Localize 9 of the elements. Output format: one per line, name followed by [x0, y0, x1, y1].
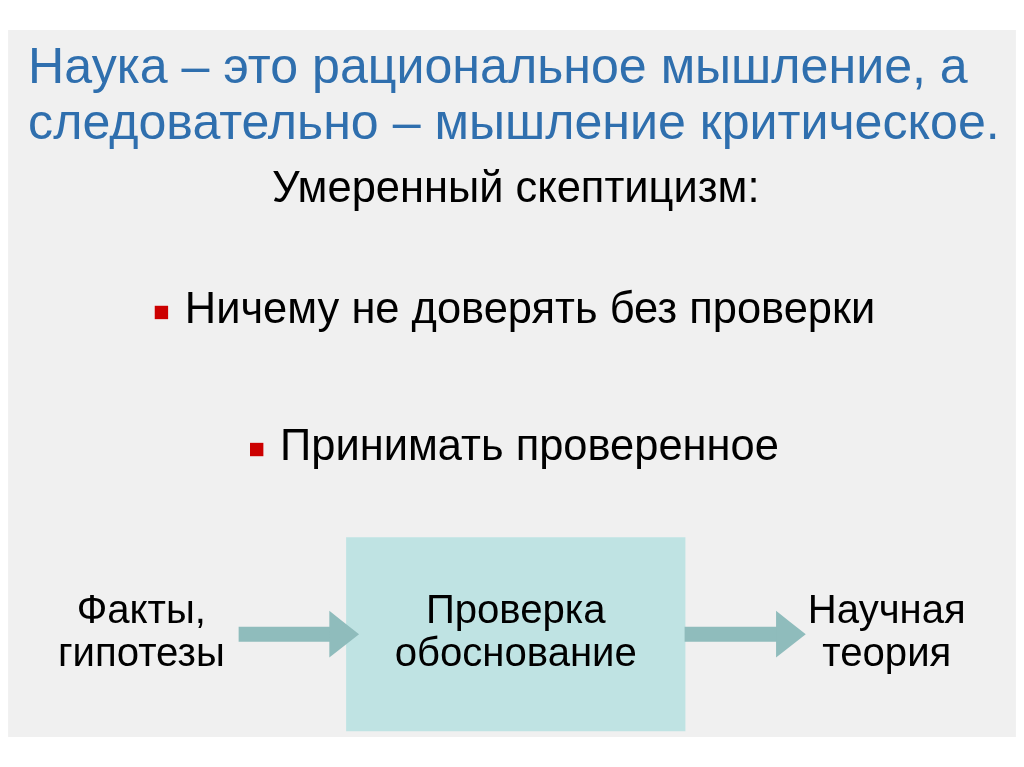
label: Умеренный скептицизм:: [271, 162, 760, 211]
label: Принимать проверенное: [280, 421, 779, 470]
node-text: Научная теория: [807, 586, 966, 675]
node-box: Проверка обоснование: [346, 537, 686, 732]
arrow: [684, 610, 806, 658]
diagram-title: Наука – это рациональное мышление, а следовательно – мышление критическое.: [28, 38, 1000, 150]
node-text: Факты, гипотезы: [57, 586, 225, 675]
arrow: [238, 610, 360, 658]
label: Ничему не доверять без проверки: [184, 284, 876, 332]
